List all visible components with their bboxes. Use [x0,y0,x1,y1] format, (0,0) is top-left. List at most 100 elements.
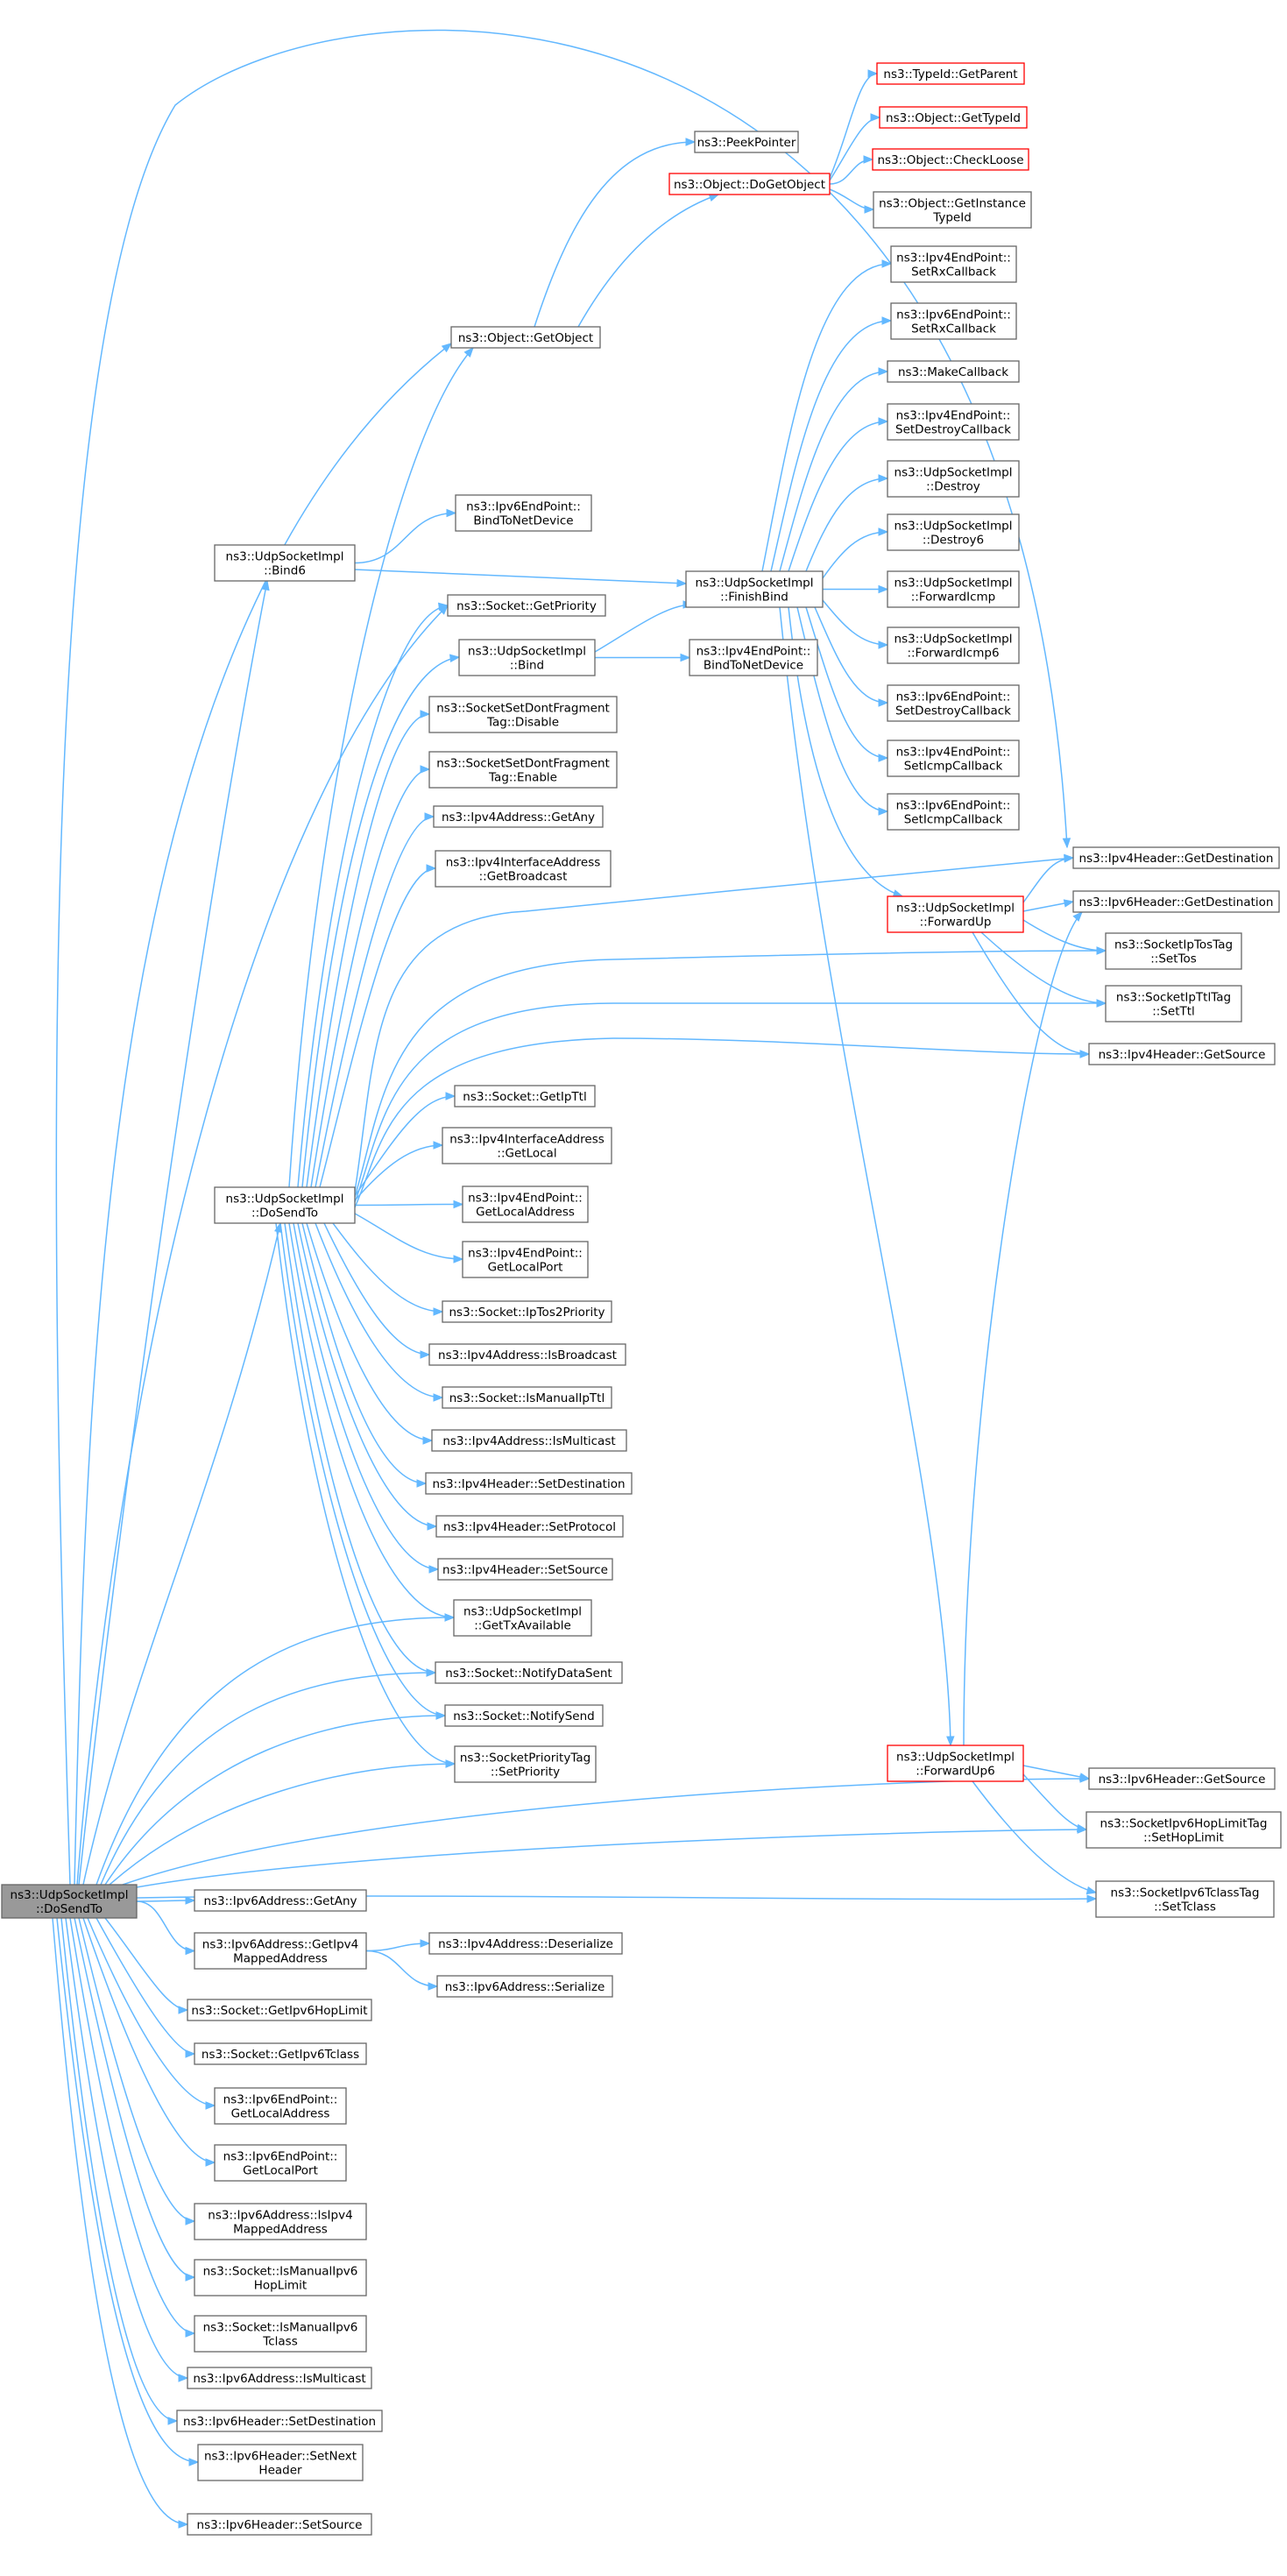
node-udp-destroy6[interactable]: ns3::UdpSocketImpl::Destroy6 [887,513,1020,551]
node-makecallback[interactable]: ns3::MakeCallback [887,360,1020,383]
node-box [879,106,1028,129]
node-peekpointer[interactable]: ns3::PeekPointer [694,131,799,153]
node-iptos-settos[interactable]: ns3::SocketIpTosTag::SetTos [1105,932,1242,970]
node-ipv6ep-setdestroycallback[interactable]: ns3::Ipv6EndPoint::SetDestroyCallback [887,684,1020,722]
node-udp-finishbind[interactable]: ns3::UdpSocketImpl::FinishBind [685,570,824,608]
node-socket-notifysend[interactable]: ns3::Socket::NotifySend [444,1704,604,1727]
node-label: ns3::TypeId::GetParent [883,67,1017,81]
edge-root-to-ipv6addr_getipv4mapped [136,1900,196,1956]
node-udp-forwardup6[interactable]: ns3::UdpSocketImpl::ForwardUp6 [887,1744,1024,1782]
arrowhead-icon [870,113,881,122]
arrowhead-icon [178,2006,189,2014]
node-label: ::GetTxAvailable [474,1619,571,1633]
node-hoplimit-sethoplimit[interactable]: ns3::SocketIpv6HopLimitTag::SetHopLimit [1085,1811,1282,1849]
node-ipttl-setttl[interactable]: ns3::SocketIpTtlTag::SetTtl [1105,985,1242,1023]
node-udp-destroy[interactable]: ns3::UdpSocketImpl::Destroy [887,460,1020,498]
node-ipv6ep-getlocalport[interactable]: ns3::Ipv6EndPoint::GetLocalPort [214,2144,347,2182]
node-box [214,2087,347,2125]
node-object-checkloose[interactable]: ns3::Object::CheckLoose [872,148,1029,171]
node-ipv4addr-deserialize[interactable]: ns3::Ipv4Address::Deserialize [428,1932,623,1955]
node-ipv6hdr-getdestination[interactable]: ns3::Ipv6Header::GetDestination [1072,890,1280,913]
node-ipv6hdr-getsource[interactable]: ns3::Ipv6Header::GetSource [1088,1767,1276,1790]
node-udp-gettxavailable[interactable]: ns3::UdpSocketImpl::GetTxAvailable [453,1599,592,1637]
node-socket-notifydatasent[interactable]: ns3::Socket::NotifyDataSent [435,1661,623,1684]
node-label: ns3::Ipv6Address::IsIpv4 [208,2209,352,2223]
node-label: ns3::UdpSocketImpl [226,1192,344,1207]
node-ipv4ep-bindtonetdevice[interactable]: ns3::Ipv4EndPoint::BindToNetDevice [689,639,818,676]
node-ipv6ep-getlocaladdress[interactable]: ns3::Ipv6EndPoint::GetLocalAddress [214,2087,347,2125]
node-box [1085,1811,1282,1849]
edge-line [822,531,888,579]
node-ipv4addr-getany[interactable]: ns3::Ipv4Address::GetAny [433,805,604,828]
arrowhead-icon [680,653,691,662]
node-socket-getpriority[interactable]: ns3::Socket::GetPriority [447,594,606,617]
node-ipv6ep-bindtonetdevice[interactable]: ns3::Ipv6EndPoint::BindToNetDevice [455,494,592,532]
node-ipv4hdr-getdestination[interactable]: ns3::Ipv4Header::GetDestination [1072,846,1280,869]
node-ipv4hdr-setdestination[interactable]: ns3::Ipv4Header::SetDestination [425,1472,633,1495]
edge-udp_finishbind-to-udp_forwardicmp [822,584,889,594]
node-ipv4hdr-setprotocol[interactable]: ns3::Ipv4Header::SetProtocol [435,1515,624,1538]
arrowhead-icon [1096,999,1107,1008]
node-box [887,740,1020,777]
node-ipv4ep-getlocalport[interactable]: ns3::Ipv4EndPoint::GetLocalPort [462,1241,589,1278]
edge-udp_bind6-to-udp_finishbind [354,569,688,588]
node-socket-ismanualipttl[interactable]: ns3::Socket::IsManualIpTtl [442,1386,612,1409]
node-ipv4hdr-getsource[interactable]: ns3::Ipv4Header::GetSource [1088,1043,1276,1065]
node-ipv4ep-seticmpcallback[interactable]: ns3::Ipv4EndPoint::SetIcmpCallback [887,740,1020,777]
node-root[interactable]: ns3::UdpSocketImpl::DoSendTo [1,1884,138,1919]
node-socket-getipv6hoplimit[interactable]: ns3::Socket::GetIpv6HopLimit [187,1999,372,2021]
node-ipv6hdr-setsource[interactable]: ns3::Ipv6Header::SetSource [187,2513,372,2536]
node-tclass-settclass[interactable]: ns3::SocketIpv6TclassTag::SetTclass [1095,1880,1275,1918]
node-object-getobject[interactable]: ns3::Object::GetObject [450,326,601,349]
node-priotag-setpriority[interactable]: ns3::SocketPriorityTag::SetPriority [454,1745,597,1783]
node-socket-iptos2priority[interactable]: ns3::Socket::IpTos2Priority [442,1300,612,1323]
node-ipv6addr-getany[interactable]: ns3::Ipv6Address::GetAny [194,1889,367,1912]
node-ipv6hdr-setdestination[interactable]: ns3::Ipv6Header::SetDestination [176,2410,383,2432]
edge-object_getobject-to-object_dogetobject [577,193,720,328]
node-ipv4ep-getlocaladdress[interactable]: ns3::Ipv4EndPoint::GetLocalAddress [462,1185,589,1223]
node-ipv4ifaddr-getbroadcast[interactable]: ns3::Ipv4InterfaceAddress::GetBroadcast [435,850,612,888]
arrowhead-icon [878,584,889,594]
node-ipv6addr-serialize[interactable]: ns3::Ipv6Address::Serialize [436,1975,613,1998]
node-socket-getipttl[interactable]: ns3::Socket::GetIpTtl [454,1085,596,1108]
node-ipv4addr-ismulticast[interactable]: ns3::Ipv4Address::IsMulticast [431,1429,627,1452]
node-label: SetRxCallback [911,322,996,336]
node-ipv4addr-isbroadcast[interactable]: ns3::Ipv4Address::IsBroadcast [428,1343,626,1366]
node-label: Tag::Disable [486,716,559,730]
node-udp-forwardicmp6[interactable]: ns3::UdpSocketImpl::ForwardIcmp6 [887,626,1020,664]
node-ipv4ep-setrxcallback[interactable]: ns3::Ipv4EndPoint::SetRxCallback [890,245,1017,283]
node-box [462,1241,589,1278]
node-box [428,696,618,733]
node-dosendto[interactable]: ns3::UdpSocketImpl::DoSendTo [214,1186,356,1224]
node-ipv6ep-setrxcallback[interactable]: ns3::Ipv6EndPoint::SetRxCallback [890,302,1017,340]
node-typeid-getparent[interactable]: ns3::TypeId::GetParent [876,62,1025,85]
edge-udp_forwardup-to-ipttl_setttl [980,931,1107,1008]
node-udp-forwardicmp[interactable]: ns3::UdpSocketImpl::ForwardIcmp [887,570,1020,608]
node-ipv4ep-setdestroycallback[interactable]: ns3::Ipv4EndPoint::SetDestroyCallback [887,403,1020,441]
node-udp-forwardup[interactable]: ns3::UdpSocketImpl::ForwardUp [887,895,1024,933]
node-ipv6addr-ismulticast[interactable]: ns3::Ipv6Address::IsMulticast [187,2367,372,2389]
node-box [436,1975,613,1998]
node-object-dogetobject[interactable]: ns3::Object::DoGetObject [668,173,831,195]
node-box [194,2203,367,2240]
node-ipv4hdr-setsource[interactable]: ns3::Ipv4Header::SetSource [437,1558,613,1581]
node-label: ns3::Ipv4EndPoint:: [697,645,811,659]
node-box [872,148,1029,171]
node-object-gettypeid[interactable]: ns3::Object::GetTypeId [879,106,1028,129]
node-ipv4ifaddr-getlocal[interactable]: ns3::Ipv4InterfaceAddress::GetLocal [442,1127,612,1164]
node-udp-bind6[interactable]: ns3::UdpSocketImpl::Bind6 [214,544,356,582]
node-ipv6ep-seticmpcallback[interactable]: ns3::Ipv6EndPoint::SetIcmpCallback [887,793,1020,831]
node-socket-getipv6tclass[interactable]: ns3::Socket::GetIpv6Tclass [194,2042,367,2065]
edge-dosendto-to-dontfrag_disable [306,710,431,1188]
node-box [876,62,1025,85]
node-udp-bind[interactable]: ns3::UdpSocketImpl::Bind [458,639,596,676]
